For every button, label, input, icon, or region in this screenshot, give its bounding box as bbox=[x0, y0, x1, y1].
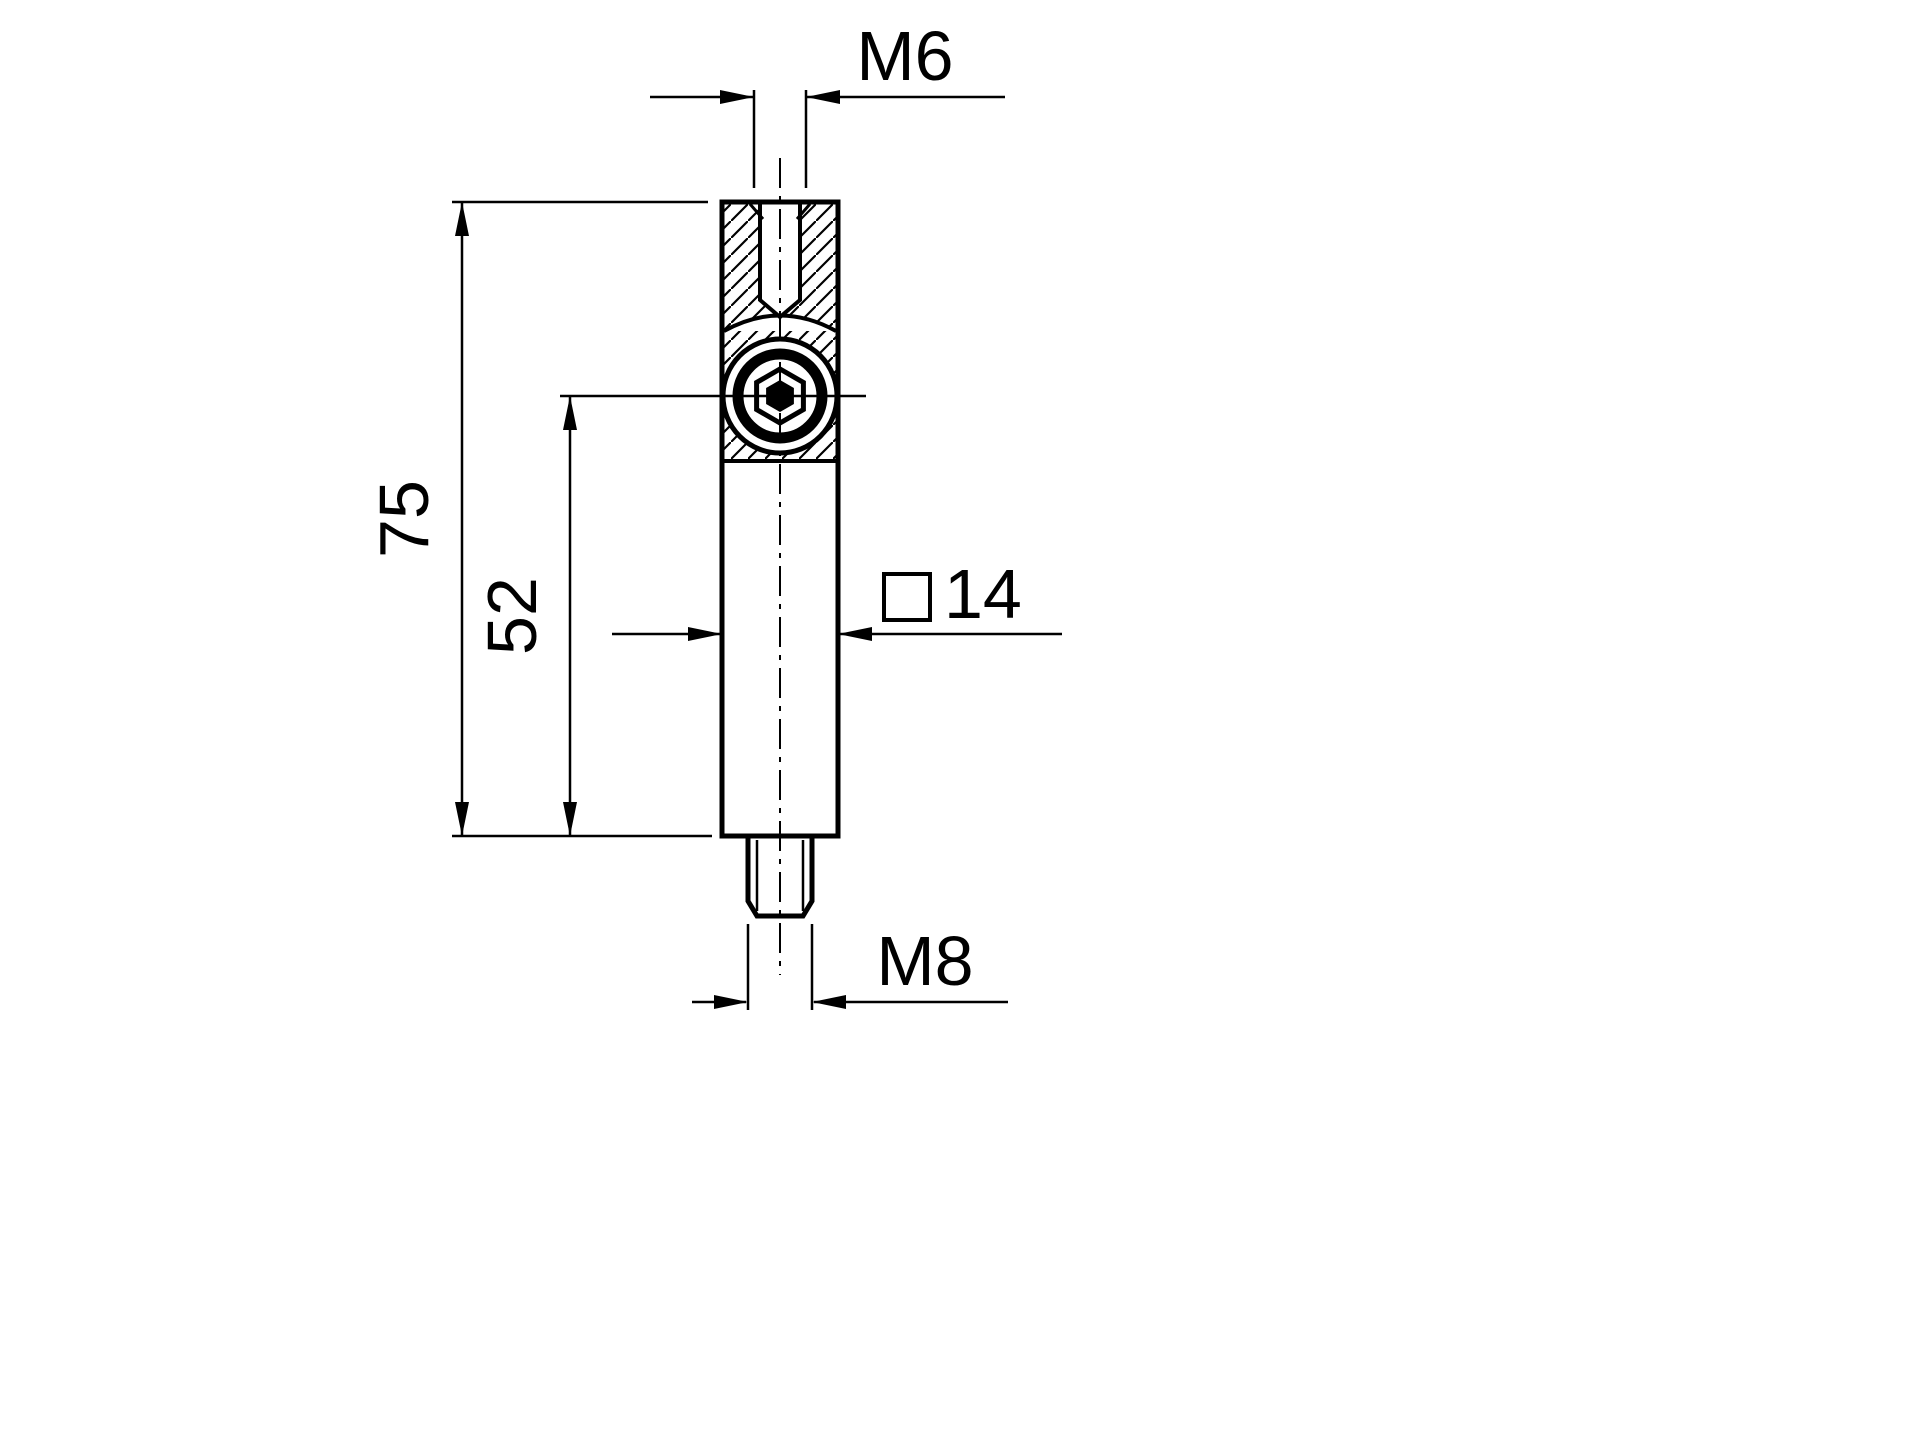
arrowhead bbox=[688, 627, 722, 641]
arrowhead bbox=[806, 90, 840, 104]
dimension-label-m6: M6 bbox=[856, 17, 953, 95]
arrowhead bbox=[455, 202, 469, 236]
arrowhead bbox=[714, 995, 748, 1009]
dimension-75: 75 bbox=[365, 200, 712, 838]
dimension-label-m8: M8 bbox=[876, 922, 973, 1000]
square-symbol-icon bbox=[882, 572, 932, 622]
arrowhead bbox=[812, 995, 846, 1009]
arrowhead bbox=[455, 802, 469, 836]
dimension-52: 52 bbox=[473, 394, 866, 836]
top-section-hatching bbox=[724, 204, 836, 331]
part-view bbox=[719, 158, 841, 975]
arrowhead bbox=[563, 396, 577, 430]
chamfer-line-left bbox=[748, 203, 765, 220]
arrowhead bbox=[838, 627, 872, 641]
dimension-label-52: 52 bbox=[473, 577, 551, 655]
dimension-square-14: 14 bbox=[612, 555, 1062, 641]
arrowhead bbox=[563, 802, 577, 836]
chamfer-line-right bbox=[795, 203, 812, 220]
dimension-m8: M8 bbox=[692, 922, 1008, 1010]
screw-section-hatching bbox=[722, 331, 838, 461]
dimension-label-75: 75 bbox=[365, 480, 443, 558]
arrowhead bbox=[720, 90, 754, 104]
dimension-label-14: 14 bbox=[944, 555, 1022, 633]
dimension-m6: M6 bbox=[650, 17, 1005, 188]
